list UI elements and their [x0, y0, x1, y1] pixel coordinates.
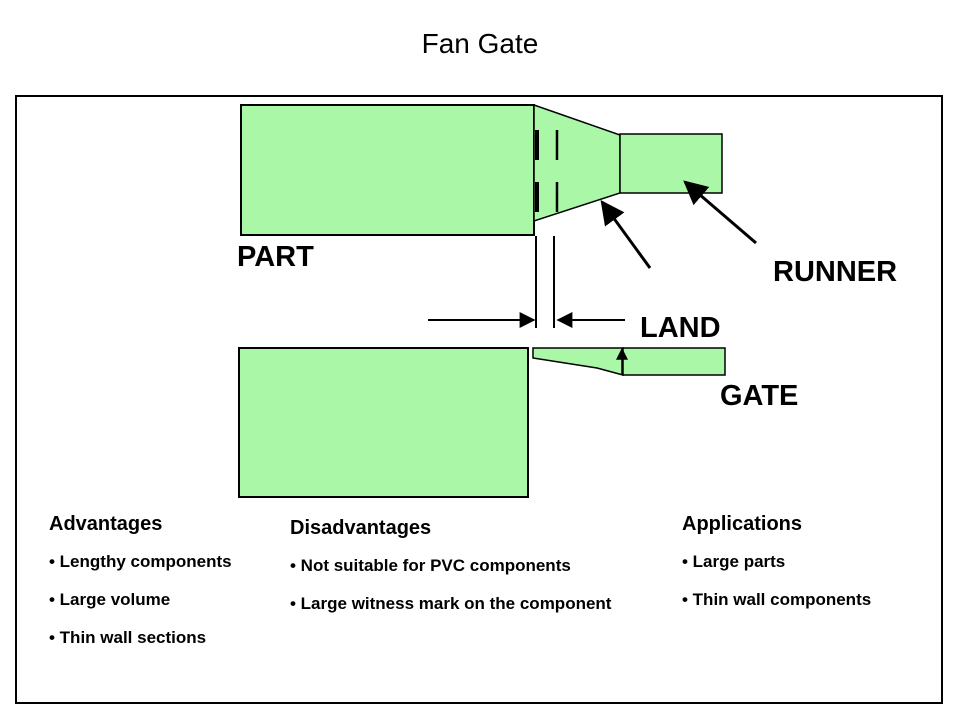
- fan-gate-shape: [533, 103, 621, 223]
- list-item: • Lengthy components: [49, 552, 232, 571]
- part-label: PART: [237, 241, 314, 273]
- runner-pointer-arrow: [683, 180, 757, 245]
- advantages-list: • Lengthy components • Large volume • Th…: [49, 552, 232, 648]
- page-title: Fan Gate: [421, 28, 539, 59]
- runner-top-view: [619, 133, 723, 194]
- disadvantages-section: Disadvantages • Not suitable for PVC com…: [290, 517, 611, 632]
- part-side-view: [238, 347, 529, 498]
- disadvantages-list: • Not suitable for PVC components • Larg…: [290, 556, 611, 614]
- applications-heading: Applications: [682, 513, 803, 535]
- list-item: • Large volume: [49, 590, 171, 609]
- list-item: • Thin wall components: [682, 590, 872, 609]
- applications-list: • Large parts • Thin wall components: [682, 552, 871, 610]
- list-item: • Large witness mark on the component: [290, 594, 612, 613]
- land-label: LAND: [640, 312, 721, 344]
- gate-side-view: [532, 347, 624, 376]
- runner-label: RUNNER: [773, 256, 898, 288]
- list-item: • Not suitable for PVC components: [290, 556, 571, 575]
- gate-pointer-arrow: [600, 200, 652, 269]
- list-item: • Thin wall sections: [49, 628, 207, 647]
- diagram-frame: [15, 95, 943, 704]
- list-item: • Large parts: [682, 552, 786, 571]
- advantages-heading: Advantages: [49, 513, 163, 535]
- part-top-view: [240, 104, 535, 236]
- applications-section: Applications • Large parts • Thin wall c…: [682, 513, 871, 628]
- gate-label: GATE: [720, 380, 799, 412]
- runner-side-view: [622, 347, 726, 376]
- disadvantages-heading: Disadvantages: [290, 517, 432, 539]
- advantages-section: Advantages • Lengthy components • Large …: [49, 513, 232, 666]
